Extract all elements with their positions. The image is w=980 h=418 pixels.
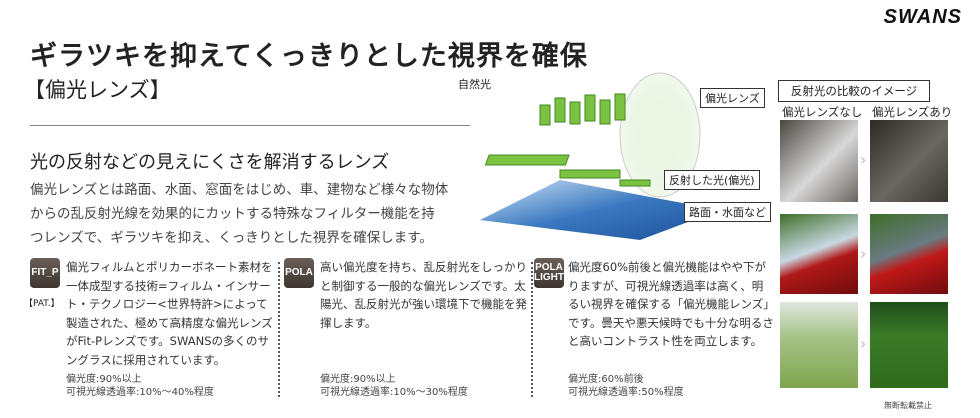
photo-golf-without xyxy=(780,302,858,388)
photo-golf-with xyxy=(870,302,948,388)
label-with-lens: 偏光レンズあり xyxy=(872,105,953,119)
photo-road-with xyxy=(870,120,948,202)
description-line: つレンズで、ギラツキを抑え、くっきりとした視界を確保します。 xyxy=(30,230,433,246)
label-road-water: 路面・水面など xyxy=(684,202,771,222)
label-without-lens: 偏光レンズなし xyxy=(782,105,863,119)
pola-badge: POLA xyxy=(284,258,314,288)
badge-line: POLA xyxy=(535,262,563,273)
card-text: 偏光度60%前後と偏光機能はやや下がりますが、可視光線透過率は高く、明るい視界を… xyxy=(568,260,774,348)
spec-transmittance: 可視光線透過率:10%〜30%程度 xyxy=(320,387,468,398)
description-line: 偏光レンズとは路面、水面、窓面をはじめ、車、建物など様々な物体 xyxy=(30,182,449,198)
divider xyxy=(30,125,470,126)
spec-polarization: 偏光度:60%前後 xyxy=(568,374,644,385)
description-line: からの乱反射光線を効果的にカットする特殊なフィルター機能を持 xyxy=(30,206,435,222)
copyright-notice: 無断転載禁止 xyxy=(884,401,932,410)
swans-logo: SWANS xyxy=(883,6,962,28)
description: 偏光レンズとは路面、水面、窓面をはじめ、車、建物など様々な物体 からの乱反射光線… xyxy=(30,178,460,250)
page-title: ギラツキを抑えてくっきりとした視界を確保 xyxy=(30,41,588,72)
fit-p-badge: FIT_P xyxy=(30,258,60,288)
spec-transmittance: 可視光線透過率:10%〜40%程度 xyxy=(66,387,214,398)
photo-road-without xyxy=(780,120,858,202)
lead-heading: 光の反射などの見えにくさを解消するレンズ xyxy=(30,152,390,173)
card-text: 高い偏光度を持ち、乱反射光をしっかりと制御する一般的な偏光レンズです。太陽光、乱… xyxy=(320,260,527,330)
label-polarized-lens: 偏光レンズ xyxy=(700,88,765,108)
photo-car-with xyxy=(870,214,948,294)
section-subtitle: 【偏光レンズ】 xyxy=(24,78,171,102)
arrow-icon: › xyxy=(860,244,867,263)
card-fit-p: FIT_P 【PAT.】 偏光フィルムとポリカーボネート素材を一体成型する技術=… xyxy=(24,258,275,408)
light-waves xyxy=(484,93,651,187)
patent-label: 【PAT.】 xyxy=(24,299,60,309)
lens-shape xyxy=(619,72,701,198)
water-surface xyxy=(480,180,720,240)
card-pola: POLA 高い偏光度を持ち、乱反射光をしっかりと制御する一般的な偏光レンズです。… xyxy=(284,258,529,408)
card-text: 偏光フィルムとポリカーボネート素材を一体成型する技術=フィルム・インサート・テク… xyxy=(66,260,273,367)
polarization-diagram xyxy=(480,72,720,240)
label-natural-light: 自然光 xyxy=(458,78,491,91)
label-reflected-light: 反射した光(偏光) xyxy=(664,170,760,190)
arrow-icon: › xyxy=(860,334,867,353)
comparison-title: 反射光の比較のイメージ xyxy=(778,80,930,102)
spec-transmittance: 可視光線透過率:50%程度 xyxy=(568,387,684,398)
spec-polarization: 偏光度:90%以上 xyxy=(66,374,142,385)
spec-polarization: 偏光度:90%以上 xyxy=(320,374,396,385)
dotted-separator xyxy=(278,262,280,397)
arrow-icon: › xyxy=(860,150,867,169)
photo-car-without xyxy=(780,214,858,294)
badge-line: LIGHT xyxy=(534,272,564,283)
dotted-separator xyxy=(531,262,533,397)
